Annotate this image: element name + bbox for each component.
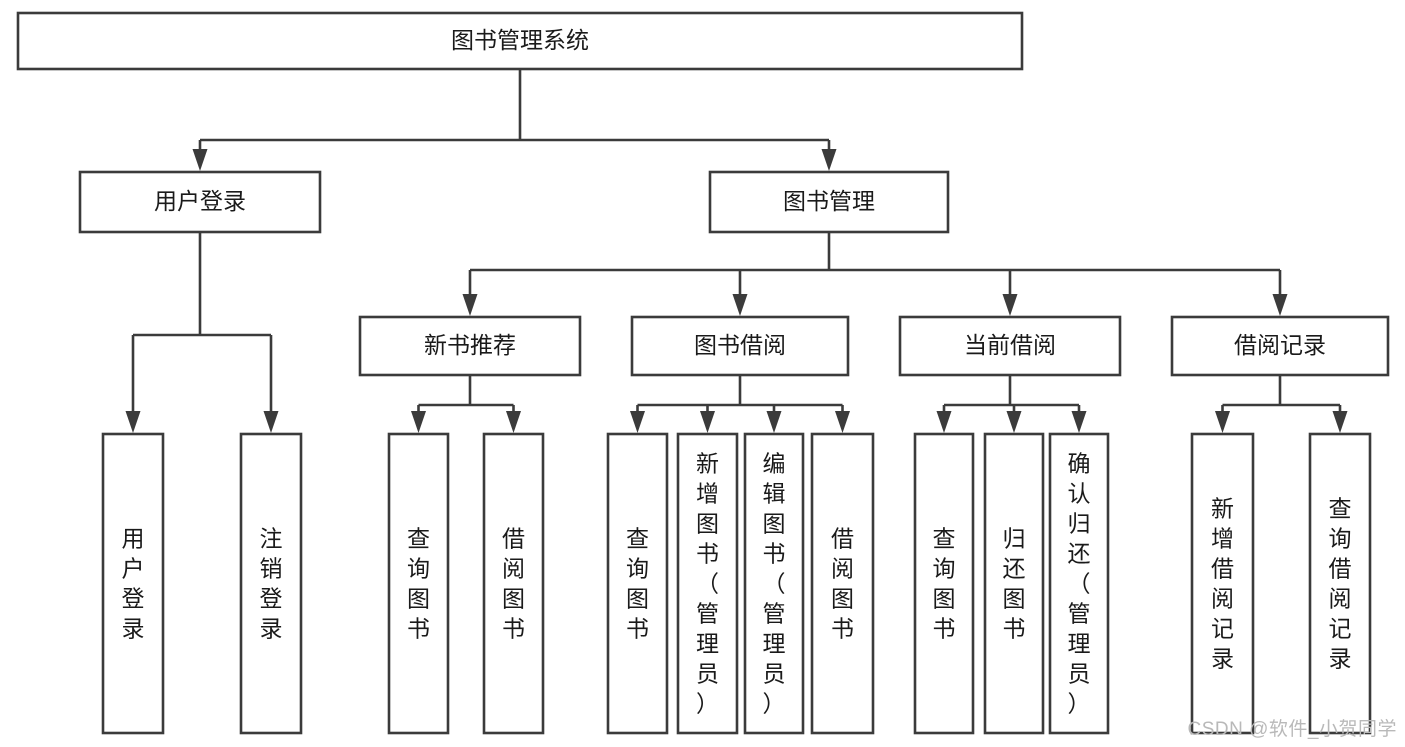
node-label: 用户登录 (122, 526, 145, 642)
diagram-node-leaf-0[interactable]: 用户登录 (101, 432, 165, 735)
node-label: 查询图书 (407, 526, 430, 642)
node-box (1308, 432, 1372, 735)
diagram-node-l2-3[interactable]: 借阅记录 (1170, 315, 1390, 377)
arrow-head-icon (1006, 411, 1022, 433)
arrow-head-icon (1002, 294, 1018, 316)
node-box (101, 432, 165, 735)
arrow-head-icon (462, 294, 478, 316)
diagram-node-l2-1[interactable]: 图书借阅 (630, 315, 850, 377)
node-label: 注销登录 (260, 526, 283, 642)
arrow-head-icon (411, 411, 426, 433)
diagram-node-l2-0[interactable]: 新书推荐 (358, 315, 582, 377)
node-layer: 图书管理系统用户登录图书管理新书推荐图书借阅当前借阅借阅记录用户登录注销登录查询… (16, 11, 1390, 735)
node-label: 编辑图书（管理员） (763, 451, 786, 717)
arrow-head-icon (821, 149, 837, 171)
diagram-node-leaf-2[interactable]: 查询图书 (387, 432, 450, 735)
node-label: 当前借阅 (964, 332, 1056, 358)
node-box (239, 432, 303, 735)
node-box (16, 11, 1024, 71)
diagram-node-leaf-9[interactable]: 归还图书 (983, 432, 1045, 735)
diagram-node-leaf-5[interactable]: 新增图书（管理员） (676, 432, 739, 735)
connector-layer (125, 69, 1348, 433)
node-label: 查询图书 (626, 526, 649, 642)
node-label: 借阅记录 (1234, 332, 1326, 358)
node-label: 图书借阅 (694, 332, 786, 358)
diagram-node-leaf-1[interactable]: 注销登录 (239, 432, 303, 735)
node-label: 新增借阅记录 (1211, 496, 1234, 672)
node-label: 新书推荐 (424, 332, 516, 358)
diagram-node-l1-0[interactable]: 用户登录 (78, 170, 322, 234)
diagram-node-leaf-4[interactable]: 查询图书 (606, 432, 669, 735)
node-box (743, 432, 805, 735)
node-box (1170, 315, 1390, 377)
diagram-node-leaf-7[interactable]: 借阅图书 (810, 432, 875, 735)
arrow-head-icon (936, 411, 952, 433)
node-box (387, 432, 450, 735)
node-box (606, 432, 669, 735)
diagram-node-leaf-11[interactable]: 新增借阅记录 (1190, 432, 1255, 735)
arrow-head-icon (192, 149, 208, 171)
diagram-node-l1-1[interactable]: 图书管理 (708, 170, 950, 234)
node-label: 借阅图书 (502, 526, 525, 642)
node-box (1190, 432, 1255, 735)
node-box (898, 315, 1122, 377)
node-label: 图书管理 (783, 188, 875, 214)
node-box (78, 170, 322, 234)
node-box (676, 432, 739, 735)
diagram-node-root[interactable]: 图书管理系统 (16, 11, 1024, 71)
diagram-node-leaf-6[interactable]: 编辑图书（管理员） (743, 432, 805, 735)
node-box (358, 315, 582, 377)
node-label: 用户登录 (154, 188, 246, 214)
arrow-head-icon (1332, 411, 1348, 433)
node-label: 确认归还（管理员） (1068, 451, 1091, 717)
diagram-node-leaf-10[interactable]: 确认归还（管理员） (1048, 432, 1110, 735)
arrow-head-icon (1071, 411, 1087, 433)
arrow-head-icon (700, 411, 715, 433)
arrow-head-icon (835, 411, 850, 433)
node-box (913, 432, 975, 735)
arrow-head-icon (1215, 411, 1230, 433)
arrow-head-icon (766, 411, 782, 433)
node-box (630, 315, 850, 377)
node-box (983, 432, 1045, 735)
node-label: 查询借阅记录 (1329, 496, 1352, 672)
node-label: 归还图书 (1003, 526, 1026, 642)
node-box (482, 432, 545, 735)
diagram-node-leaf-8[interactable]: 查询图书 (913, 432, 975, 735)
arrow-head-icon (125, 411, 141, 433)
arrow-head-icon (630, 411, 645, 433)
node-label: 新增图书（管理员） (696, 451, 719, 717)
node-label: 查询图书 (933, 526, 956, 642)
arrow-head-icon (732, 294, 748, 316)
node-box (1048, 432, 1110, 735)
node-box (708, 170, 950, 234)
diagram-node-l2-2[interactable]: 当前借阅 (898, 315, 1122, 377)
arrow-head-icon (1272, 294, 1288, 316)
diagram-node-leaf-3[interactable]: 借阅图书 (482, 432, 545, 735)
node-box (810, 432, 875, 735)
arrow-head-icon (506, 411, 521, 433)
diagram-node-leaf-12[interactable]: 查询借阅记录 (1308, 432, 1372, 735)
arrow-head-icon (263, 411, 279, 433)
node-label: 借阅图书 (831, 526, 854, 642)
node-label: 图书管理系统 (451, 27, 589, 53)
